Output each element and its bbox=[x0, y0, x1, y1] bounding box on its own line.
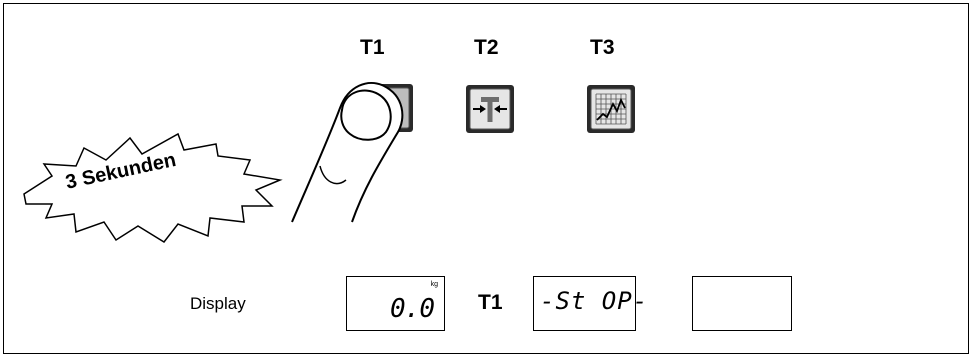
finger-icon bbox=[291, 81, 404, 223]
tare-key-icon[interactable] bbox=[465, 84, 515, 134]
graph-key-icon[interactable] bbox=[586, 84, 636, 134]
lcd-stop-value: -St OP- bbox=[540, 287, 649, 315]
lcd-display-stop: -St OP- bbox=[533, 276, 647, 331]
lcd-weight-value: 0.0 bbox=[390, 294, 435, 324]
transition-label: T1 bbox=[478, 291, 503, 314]
key-label-t1: T1 bbox=[360, 36, 385, 59]
key-label-t2: T2 bbox=[474, 36, 499, 59]
burst-shape bbox=[23, 132, 283, 243]
lcd-unit: kg bbox=[430, 281, 438, 288]
key-label-t3: T3 bbox=[590, 36, 615, 59]
display-label: Display bbox=[190, 294, 246, 313]
lcd-display-weight: 0.0 kg bbox=[346, 276, 445, 331]
lcd-display-empty bbox=[692, 276, 792, 331]
